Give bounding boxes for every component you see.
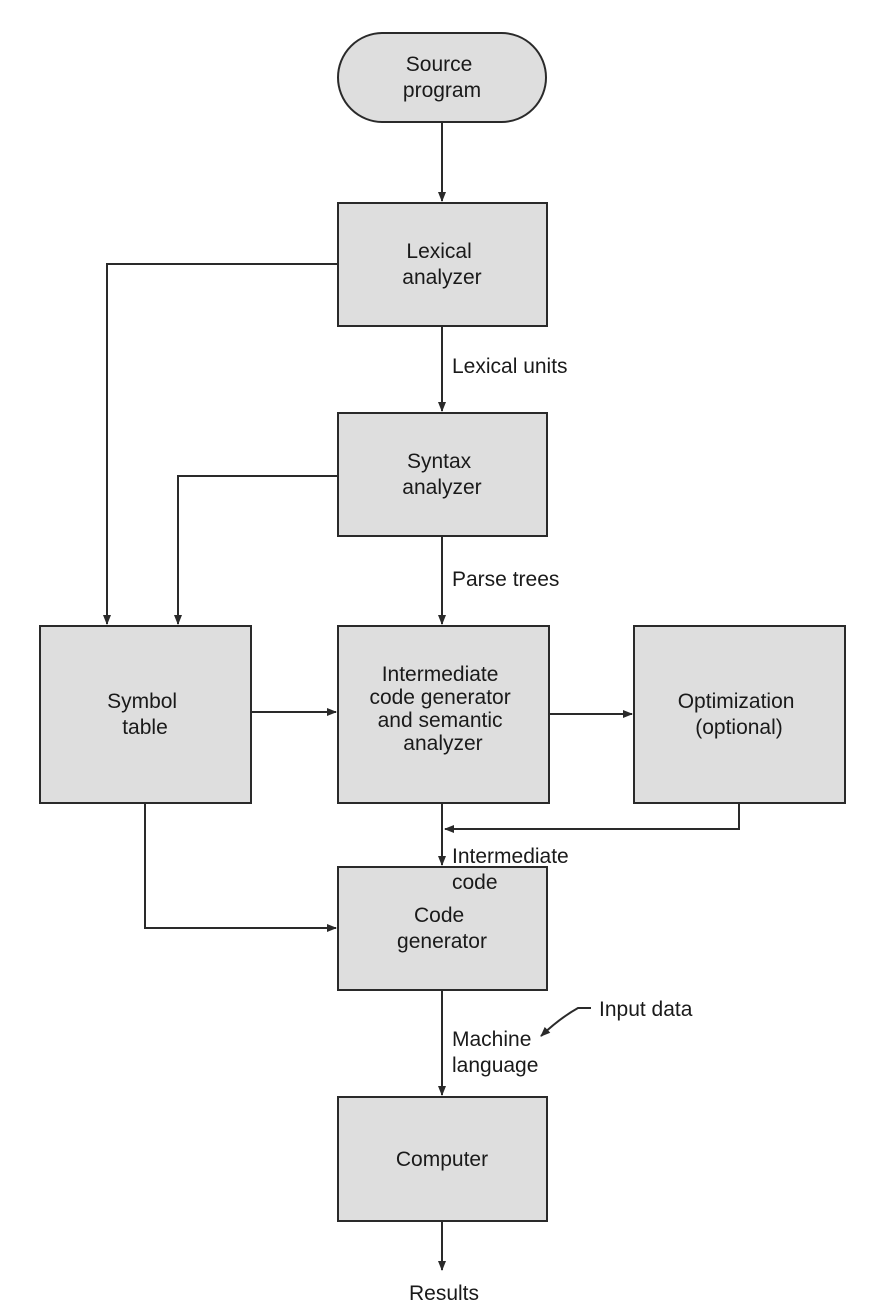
optimization-box: [633, 625, 846, 804]
input-data-label: Input data: [599, 998, 693, 1021]
parse-trees-label: Parse trees: [452, 568, 559, 591]
source-program-line-1: Source: [406, 53, 473, 76]
syntax-analyzer-label: Syntax analyzer: [402, 450, 481, 499]
parse-trees-line-1: Parse trees: [452, 568, 559, 591]
intermediate-code-generator-node: Intermediate code generator and semantic…: [337, 625, 550, 804]
intermediate-code-generator-line-2: code generator: [369, 686, 510, 709]
machine-language-label: Machine language: [452, 1028, 538, 1077]
code-generator-box: [337, 866, 548, 991]
lexical-analyzer-label: Lexical analyzer: [402, 240, 481, 289]
input-data-line-1: Input data: [599, 998, 693, 1021]
computer-node: Computer: [337, 1096, 548, 1222]
lexical-analyzer-line-1: Lexical: [406, 240, 471, 263]
symbol-table-box: [39, 625, 252, 804]
optimization-line-2: (optional): [695, 716, 783, 739]
intermediate-code-generator-line-1: Intermediate: [382, 663, 499, 686]
lexical-analyzer-box: [337, 202, 548, 327]
intermediate-code-line-2: code: [452, 871, 498, 894]
code-generator-label: Code generator: [397, 904, 487, 953]
edge-optimization-return: [444, 803, 740, 833]
symbol-table-line-1: Symbol: [107, 690, 177, 713]
code-generator-line-2: generator: [397, 930, 487, 953]
source-program-line-2: program: [403, 79, 481, 102]
computer-label: Computer: [396, 1148, 488, 1171]
syntax-analyzer-node: Syntax analyzer: [337, 412, 548, 537]
syntax-analyzer-box: [337, 412, 548, 537]
edge-symbol-table-to-code-generator: [144, 803, 337, 932]
edge-syntax-to-symbol-table: [174, 475, 338, 625]
symbol-table-line-2: table: [122, 716, 168, 739]
intermediate-code-generator-line-4: analyzer: [403, 732, 482, 755]
source-program-label: Source program: [403, 53, 481, 102]
computer-box: [337, 1096, 548, 1222]
intermediate-code-generator-line-3: and semantic: [378, 709, 503, 732]
edges: [103, 122, 740, 1271]
intermediate-code-label: Intermediate code: [452, 845, 575, 894]
edge-input-data-pointer: [540, 1007, 591, 1037]
code-generator-node: Code generator: [337, 866, 548, 991]
edge-lexical-to-symbol-table: [103, 263, 338, 625]
optimization-line-1: Optimization: [678, 690, 795, 713]
lexical-units-label: Lexical units: [452, 355, 568, 378]
machine-language-line-2: language: [452, 1054, 538, 1077]
intermediate-code-generator-box: [337, 625, 550, 804]
optimization-label: Optimization (optional): [678, 690, 801, 739]
machine-language-line-1: Machine: [452, 1028, 531, 1051]
lexical-analyzer-node: Lexical analyzer: [337, 202, 548, 327]
source-program-shape: [337, 32, 547, 123]
optimization-node: Optimization (optional): [633, 625, 846, 804]
results-label: Results: [409, 1282, 479, 1305]
lexical-units-line-1: Lexical units: [452, 355, 568, 378]
results-line-1: Results: [409, 1282, 479, 1305]
syntax-analyzer-line-2: analyzer: [402, 476, 481, 499]
symbol-table-node: Symbol table: [39, 625, 252, 804]
computer-line-1: Computer: [396, 1148, 488, 1171]
intermediate-code-line-1: Intermediate: [452, 845, 569, 868]
intermediate-code-generator-label: Intermediate code generator and semantic…: [369, 663, 516, 755]
code-generator-line-1: Code: [414, 904, 464, 927]
syntax-analyzer-line-1: Syntax: [407, 450, 472, 473]
lexical-analyzer-line-2: analyzer: [402, 266, 481, 289]
symbol-table-label: Symbol table: [107, 690, 183, 739]
source-program-node: Source program: [337, 32, 547, 123]
